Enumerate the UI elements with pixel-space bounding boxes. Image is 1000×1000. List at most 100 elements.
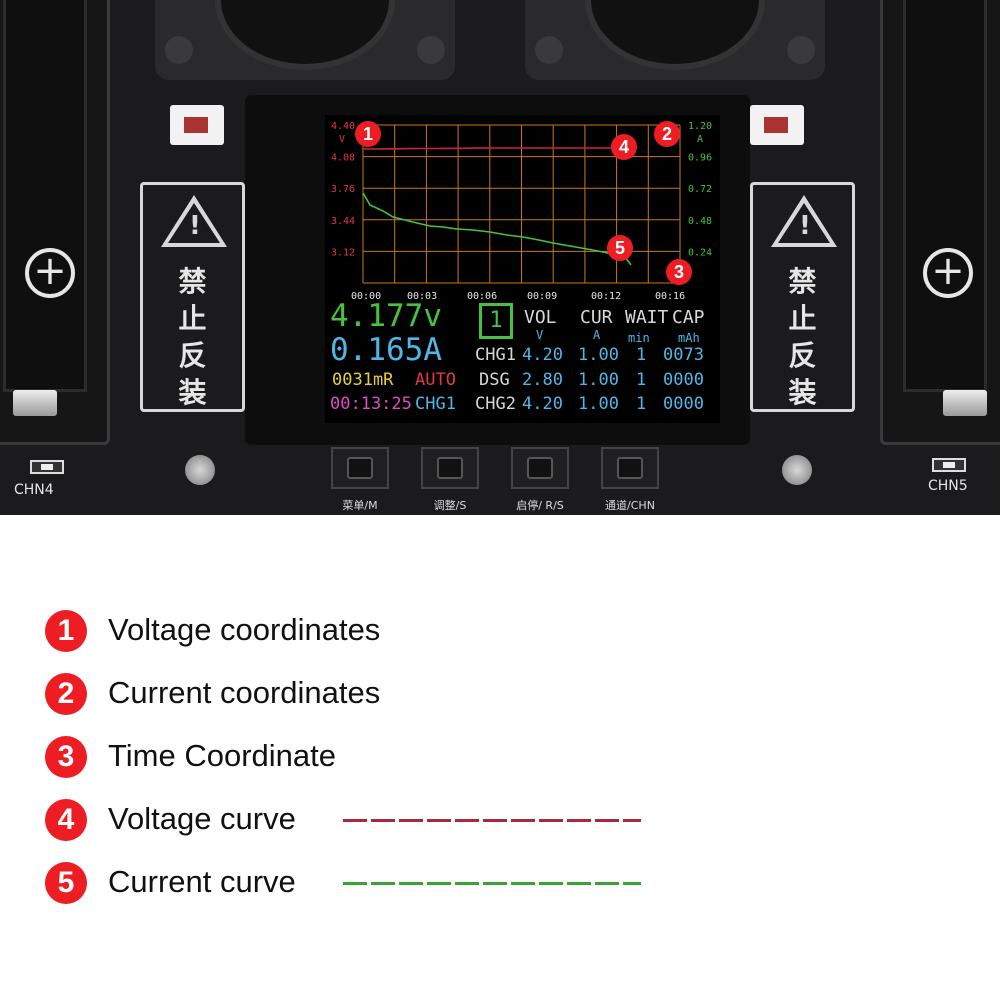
legend-label: Voltage coordinates (108, 612, 381, 647)
elapsed-time: 00:13:25 (330, 394, 412, 414)
col-unit-wait: min (628, 331, 650, 345)
warning-char: 禁 (178, 265, 207, 298)
channel-label-left: CHN4 (14, 482, 54, 498)
voltage-curve-swatch (343, 819, 641, 822)
step-cur: 1.00 (578, 394, 619, 414)
marker-4: 4 (611, 134, 637, 160)
voltage-reading: 4.177v (330, 298, 442, 334)
resistance-reading: 0031mR (332, 370, 394, 390)
number-badge: 2 (45, 673, 87, 715)
adjust-button[interactable]: 调整/S (415, 447, 485, 512)
y-left-tick: 4.08 (331, 153, 355, 164)
legend-item: 4 Voltage curve (45, 799, 745, 843)
fan-connector-left (170, 105, 224, 145)
mode-indicator: AUTO (415, 370, 456, 390)
col-header-cur: CUR (580, 307, 613, 328)
current-reading: 0.165A (330, 332, 442, 368)
col-header-cap: CAP (672, 307, 705, 328)
col-header-wait: WAIT (625, 307, 669, 328)
fan-left (155, 0, 455, 80)
step-cur: 1.00 (578, 370, 619, 390)
warning-char: 禁 (788, 265, 817, 298)
legend-label: Voltage curve (108, 801, 296, 836)
step-wait: 1 (636, 370, 647, 390)
step-name: CHG1 (475, 345, 516, 365)
y-left-unit: V (339, 134, 345, 145)
warning-char: 止 (788, 302, 817, 335)
adjust-button-label: 调整/S (433, 499, 467, 512)
screw-right (782, 455, 812, 485)
legend-label: Current coordinates (108, 675, 381, 710)
marker-2: 2 (654, 121, 680, 147)
fan-right (525, 0, 825, 80)
x-tick: 00:16 (655, 291, 685, 302)
number-badge: 3 (45, 736, 87, 778)
y-right-tick: 0.96 (688, 153, 712, 164)
legend-item: 2 Current coordinates (45, 673, 745, 717)
step-cap: 0073 (663, 345, 704, 365)
menu-button-label: 菜单/M (342, 499, 378, 512)
channel-label-right: CHN5 (928, 478, 968, 494)
warning-char: 反 (788, 339, 817, 372)
y-right-unit: A (697, 134, 703, 145)
col-unit-vol: V (536, 328, 544, 342)
screw-left (185, 455, 215, 485)
step-wait: 1 (636, 345, 647, 365)
warning-icon (771, 195, 837, 247)
channel-led-left (30, 460, 64, 474)
y-left-tick: 3.44 (331, 216, 355, 227)
step-cap: 0000 (663, 370, 704, 390)
y-left-tick: 3.76 (331, 184, 355, 195)
legend-item: 1 Voltage coordinates (45, 610, 745, 654)
step-name: DSG (479, 370, 510, 390)
channel-button-label: 通道/CHN (605, 499, 655, 512)
channel-led-right (932, 458, 966, 472)
x-tick: 00:00 (351, 291, 381, 302)
voltage-curve (363, 147, 625, 150)
col-unit-cap: mAh (678, 331, 700, 345)
col-unit-cur: A (593, 328, 601, 342)
marker-1: 1 (355, 121, 381, 147)
x-tick: 00:12 (591, 291, 621, 302)
warning-icon (161, 195, 227, 247)
start-stop-button[interactable]: 启停/ R/S (505, 447, 575, 512)
legend-item: 3 Time Coordinate (45, 736, 745, 780)
plus-icon: + (25, 248, 75, 298)
y-right-tick: 0.48 (688, 216, 712, 227)
battery-slot-right: + (880, 0, 1000, 445)
y-right-tick: 0.24 (688, 247, 712, 258)
number-badge: 4 (45, 799, 87, 841)
col-header-vol: VOL (524, 307, 557, 328)
warning-box-right: ! 禁 止 反 装 (750, 182, 855, 412)
legend-label: Current curve (108, 864, 296, 899)
legend-item: 5 Current curve (45, 862, 745, 906)
step-vol: 2.80 (522, 370, 563, 390)
warning-char: 止 (178, 302, 207, 335)
warning-char: 装 (788, 376, 817, 409)
number-badge: 1 (45, 610, 87, 652)
step-vol: 4.20 (522, 345, 563, 365)
warning-char: 装 (178, 376, 207, 409)
x-tick: 00:06 (467, 291, 497, 302)
y-left-tick: 4.40 (331, 121, 355, 132)
x-tick: 00:09 (527, 291, 557, 302)
step-cur: 1.00 (578, 345, 619, 365)
step-name: CHG2 (475, 394, 516, 414)
x-tick: 00:03 (407, 291, 437, 302)
active-step: CHG1 (415, 394, 456, 414)
warning-char: 反 (178, 339, 207, 372)
y-right-tick: 1.20 (688, 121, 712, 132)
current-curve (362, 192, 632, 266)
y-left-tick: 3.12 (331, 247, 355, 258)
marker-5: 5 (607, 235, 633, 261)
current-curve-swatch (343, 882, 641, 885)
fan-connector-right (750, 105, 804, 145)
number-badge: 5 (45, 862, 87, 904)
channel-number: 1 (479, 303, 513, 339)
legend-label: Time Coordinate (108, 738, 337, 773)
menu-button[interactable]: 菜单/M (325, 447, 395, 512)
step-vol: 4.20 (522, 394, 563, 414)
channel-button[interactable]: 通道/CHN (595, 447, 665, 512)
